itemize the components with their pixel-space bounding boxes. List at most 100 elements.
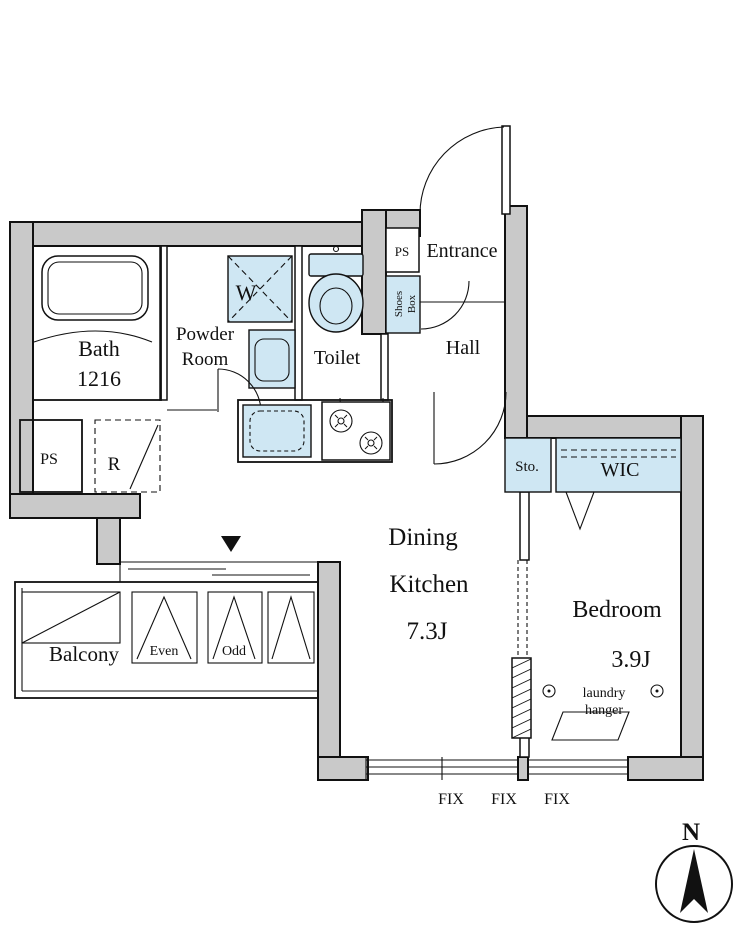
even-label: Even — [150, 644, 179, 659]
washbasin-bowl — [254, 338, 290, 382]
hanger-hook-dot — [547, 689, 551, 693]
dining-label-1: Dining — [388, 524, 458, 551]
hatch-line — [511, 698, 532, 709]
partition-bath-powder — [159, 245, 168, 401]
wall-right-outer — [680, 415, 704, 781]
ps-bottom-box — [19, 419, 83, 493]
bath-label: Bath — [78, 336, 120, 361]
fix-label-3: FIX — [544, 791, 570, 808]
hanger-hook-dot — [655, 689, 659, 693]
walls — [9, 205, 704, 781]
powder-label-1: Powder — [176, 324, 235, 345]
spoke-line — [334, 414, 339, 419]
bedroom-label: Bedroom — [572, 597, 662, 623]
wall-entrance-right — [504, 205, 528, 439]
wall-toilet-ps — [361, 209, 387, 335]
north-label: N — [682, 819, 700, 846]
ps-top-label: PS — [395, 244, 409, 259]
bath-deck-curve — [33, 330, 153, 343]
shoes-door-arc — [420, 280, 470, 330]
entrance-door-leaf — [501, 125, 511, 215]
toilet-bowl-inner — [319, 287, 353, 325]
partition-board-even — [131, 591, 198, 664]
service-area: PS R — [19, 419, 161, 493]
spoke-line — [343, 414, 348, 419]
bath-room: Bath 1216 — [32, 245, 162, 401]
toilet-tank-icon — [308, 253, 364, 277]
partition-triangle — [271, 595, 311, 660]
washer-diagonal — [227, 255, 293, 323]
powder-room: W Powder Room — [167, 255, 296, 413]
burner-center — [337, 417, 345, 425]
powder-label-2: Room — [182, 349, 229, 370]
balcony: Even Odd Balcony — [14, 581, 319, 699]
storage-label: Sto. — [515, 459, 539, 475]
partitions — [159, 245, 530, 758]
ac-unit-diagonal — [21, 591, 121, 644]
wall-left-outer — [9, 221, 34, 519]
triangle-marker-icon — [221, 536, 241, 552]
wall-bottom-c — [627, 756, 704, 781]
powder-door-arc — [217, 368, 262, 413]
hatch-line — [511, 728, 532, 739]
spoke-line — [334, 423, 339, 428]
sliding-door-hatch — [511, 658, 532, 739]
fridge-box — [94, 419, 161, 493]
wall-top-wic — [526, 415, 704, 439]
sliding-door — [511, 560, 532, 739]
shoes-box-icon — [385, 275, 421, 334]
spoke-line — [373, 445, 378, 450]
kitchen-sink-icon — [242, 404, 312, 458]
toilet-bowl-icon — [308, 273, 364, 333]
wall-bottom-a — [317, 756, 369, 781]
hatch-line — [511, 718, 532, 729]
ac-unit-box — [21, 591, 121, 644]
entrance-label: Entrance — [426, 240, 497, 262]
dining-kitchen: Dining Kitchen 7.3J — [388, 524, 469, 645]
wall-top-left — [9, 221, 365, 247]
kitchen-sink-bowl — [249, 410, 305, 452]
bedroom-size-label: 3.9J — [611, 647, 650, 673]
ps-bottom-label: PS — [40, 451, 58, 468]
wall-bottom-left — [9, 493, 141, 519]
wall-bottom-b — [517, 756, 529, 781]
fix-label-2: FIX — [491, 791, 517, 808]
hatch-line — [511, 678, 532, 689]
partition-triangle — [136, 595, 192, 660]
fix-windows: FIX FIX FIX — [365, 757, 629, 808]
ps-top-box — [385, 227, 420, 273]
hanger-hook-icon — [650, 684, 664, 698]
hall-label: Hall — [446, 337, 481, 359]
kitchen-counter — [237, 399, 393, 463]
bathtub-inner — [47, 261, 143, 315]
partition-board — [267, 591, 315, 664]
spoke-line — [364, 445, 369, 450]
partition-dining-bedroom-lower — [519, 736, 530, 758]
odd-label: Odd — [222, 644, 246, 659]
partition-board-odd — [207, 591, 263, 664]
entrance-door-arc — [419, 126, 505, 215]
wall-balcony-dining — [317, 561, 341, 758]
washbasin-icon — [248, 329, 296, 389]
dining-label-2: Kitchen — [389, 571, 469, 598]
gas-stove-icon — [321, 401, 391, 461]
washer-label: W — [236, 280, 257, 305]
hall-door-arc — [433, 391, 507, 465]
toilet-label: Toilet — [314, 347, 361, 369]
partition-triangle — [212, 595, 256, 660]
compass: N — [655, 819, 733, 923]
hatch-line — [511, 708, 532, 719]
spoke-line — [364, 436, 369, 441]
shoes-label-2: Box — [406, 294, 418, 313]
burner — [359, 431, 383, 455]
balcony-outline — [14, 581, 319, 699]
wic-label: WIC — [601, 459, 640, 481]
fridge-diagonal — [129, 424, 159, 490]
fix-label-1: FIX — [438, 791, 464, 808]
laundry-label-1: laundry — [583, 686, 626, 701]
toilet-faucet — [332, 245, 340, 253]
fridge-label: R — [108, 454, 121, 475]
toilet-room: Toilet — [302, 245, 384, 442]
storage-area: Sto. WIC — [504, 437, 682, 531]
bathtub-icon — [41, 255, 149, 321]
